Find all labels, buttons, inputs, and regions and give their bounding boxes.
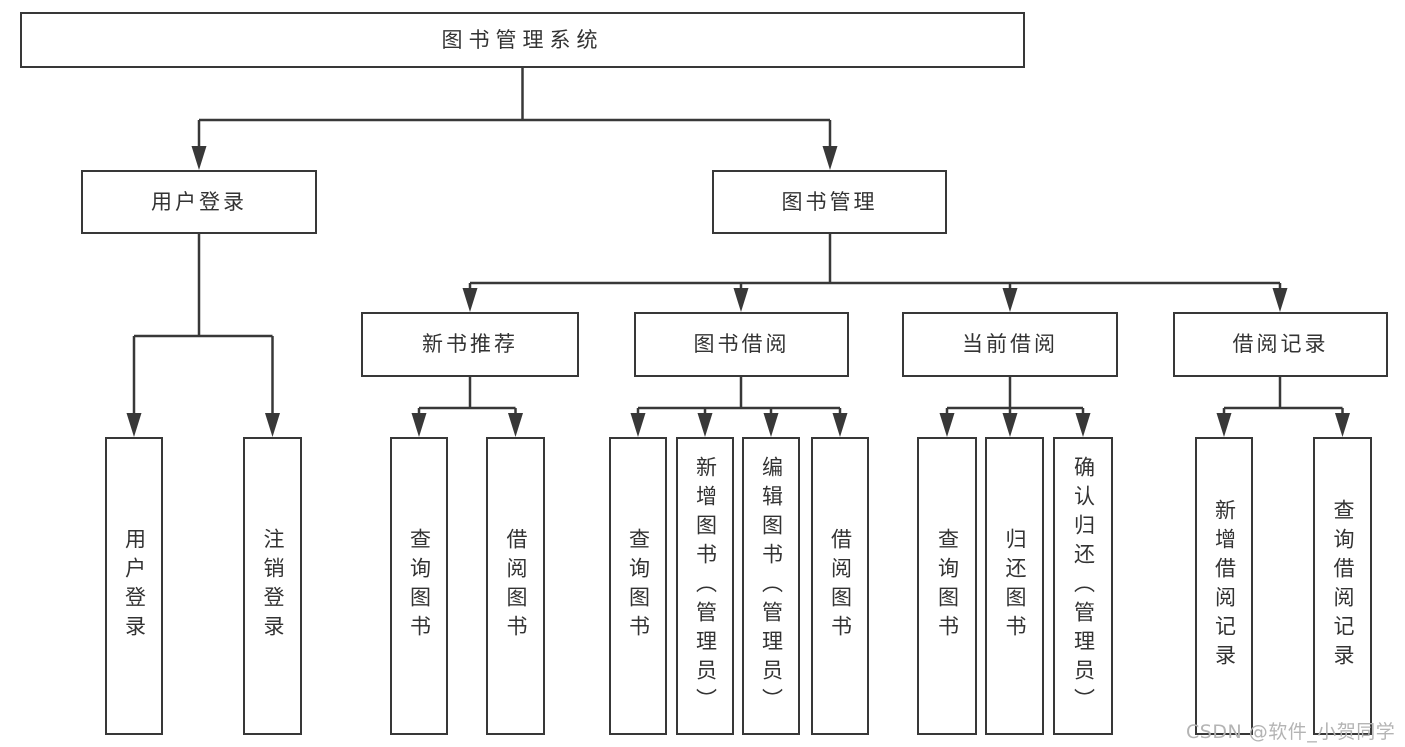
- leaf-query-borrow-record-label: 查询借阅记录: [1331, 499, 1355, 673]
- leaf-return-books-label: 归还图书: [1003, 528, 1027, 644]
- arrowhead-icon: [1002, 413, 1018, 437]
- leaf-query-books-current-label: 查询图书: [935, 528, 960, 644]
- node-book-borrowing: 图书借阅: [634, 312, 849, 377]
- arrowhead-icon: [1216, 413, 1232, 437]
- leaf-user-login-label: 用户登录: [122, 528, 147, 644]
- leaf-query-books-recommend-label: 查询图书: [407, 528, 432, 644]
- leaf-query-books-current: 查询图书: [917, 437, 977, 735]
- arrowhead-icon: [763, 413, 779, 437]
- leaf-borrow-books-recommend: 借阅图书: [486, 437, 545, 735]
- node-user-login: 用户登录: [81, 170, 317, 234]
- csdn-watermark: CSDN @软件_小贺同学: [1186, 721, 1396, 743]
- arrowhead-icon: [1002, 288, 1018, 312]
- arrowhead-icon: [191, 146, 207, 170]
- leaf-borrow-books-borrowing-label: 借阅图书: [828, 528, 853, 644]
- leaf-confirm-return-admin: 确认归还（管理员）: [1053, 437, 1113, 735]
- arrowhead-icon: [697, 413, 713, 437]
- leaf-borrow-books-borrowing: 借阅图书: [811, 437, 869, 735]
- leaf-confirm-return-admin-label: 确认归还（管理员）: [1071, 455, 1096, 717]
- leaf-query-books-borrowing-label: 查询图书: [626, 528, 651, 644]
- node-current-borrowing: 当前借阅: [902, 312, 1118, 377]
- arrowhead-icon: [822, 146, 838, 170]
- arrowhead-icon: [733, 288, 749, 312]
- leaf-user-login: 用户登录: [105, 437, 163, 735]
- node-root: 图书管理系统: [20, 12, 1025, 68]
- node-borrowing-records: 借阅记录: [1173, 312, 1388, 377]
- arrowhead-icon: [630, 413, 646, 437]
- leaf-add-borrow-record: 新增借阅记录: [1195, 437, 1253, 735]
- node-user-login-label: 用户登录: [151, 189, 247, 214]
- leaf-logout: 注销登录: [243, 437, 302, 735]
- arrowhead-icon: [1075, 413, 1091, 437]
- node-root-label: 图书管理系统: [441, 27, 604, 52]
- leaf-borrow-books-recommend-label: 借阅图书: [504, 528, 528, 644]
- node-book-management-label: 图书管理: [781, 189, 878, 214]
- arrowhead-icon: [126, 413, 142, 437]
- arrowhead-icon: [508, 413, 523, 437]
- node-new-book-recommendation-label: 新书推荐: [422, 332, 518, 356]
- leaf-return-books: 归还图书: [985, 437, 1044, 735]
- node-book-borrowing-label: 图书借阅: [693, 332, 790, 356]
- node-current-borrowing-label: 当前借阅: [962, 332, 1058, 356]
- leaf-query-borrow-record: 查询借阅记录: [1313, 437, 1372, 735]
- node-new-book-recommendation: 新书推荐: [361, 312, 579, 377]
- leaf-add-books-admin-label: 新增图书（管理员）: [693, 455, 718, 717]
- node-borrowing-records-label: 借阅记录: [1232, 332, 1329, 356]
- leaf-add-books-admin: 新增图书（管理员）: [676, 437, 734, 735]
- arrowhead-icon: [1335, 413, 1350, 437]
- arrowhead-icon: [939, 413, 955, 437]
- leaf-add-borrow-record-label: 新增借阅记录: [1212, 499, 1237, 673]
- leaf-query-books-recommend: 查询图书: [390, 437, 448, 735]
- arrowhead-icon: [265, 413, 280, 437]
- arrowhead-icon: [411, 413, 427, 437]
- arrowhead-icon: [462, 288, 478, 312]
- arrowhead-icon: [1272, 288, 1288, 312]
- leaf-edit-books-admin-label: 编辑图书（管理员）: [759, 455, 784, 717]
- leaf-logout-label: 注销登录: [261, 528, 285, 644]
- arrowhead-icon: [832, 413, 848, 437]
- node-book-management: 图书管理: [712, 170, 947, 234]
- leaf-query-books-borrowing: 查询图书: [609, 437, 667, 735]
- leaf-edit-books-admin: 编辑图书（管理员）: [742, 437, 800, 735]
